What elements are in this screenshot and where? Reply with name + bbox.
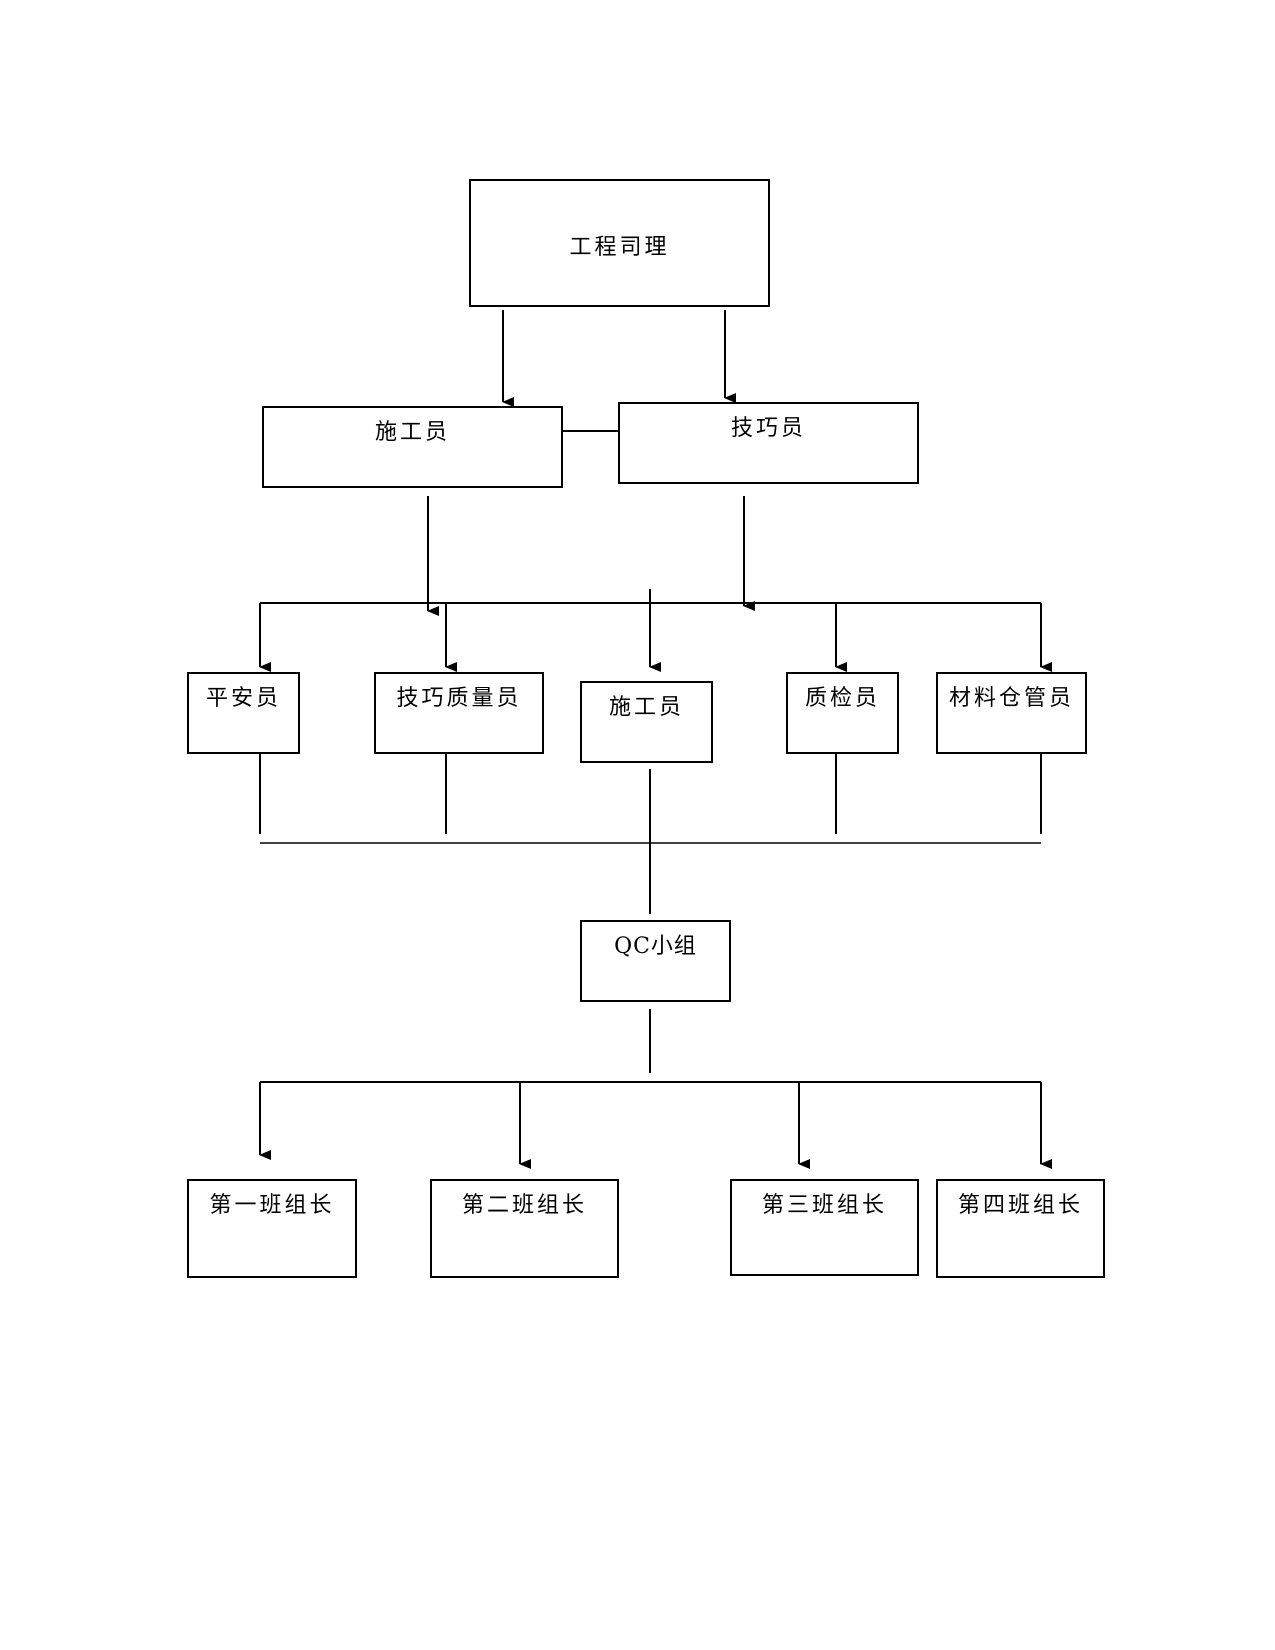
node-label: QC小组 — [614, 934, 697, 959]
node-quality-inspector: 质检员 — [786, 672, 899, 754]
node-label: 平安员 — [205, 686, 281, 711]
node-label: 第三班组长 — [761, 1193, 887, 1218]
node-team-leader-2: 第二班组长 — [430, 1179, 619, 1278]
node-label: 第二班组长 — [461, 1193, 587, 1218]
node-material-keeper: 材料仓管员 — [936, 672, 1087, 754]
node-label: 技巧质量员 — [396, 686, 522, 711]
node-label: 技巧员 — [730, 416, 806, 441]
node-tech-quality-officer: 技巧质量员 — [374, 672, 544, 754]
node-label: 工程司理 — [569, 235, 670, 260]
node-label: 材料仓管员 — [948, 686, 1074, 711]
node-team-leader-3: 第三班组长 — [730, 1179, 919, 1276]
node-label: 第四班组长 — [957, 1193, 1083, 1218]
node-constructor-top: 施工员 — [262, 406, 563, 488]
node-label: 质检员 — [804, 686, 880, 711]
node-label: 施工员 — [608, 695, 684, 720]
node-safety-officer: 平安员 — [187, 672, 300, 754]
node-label: 施工员 — [374, 420, 450, 445]
node-team-leader-4: 第四班组长 — [936, 1179, 1105, 1278]
node-constructor-mid: 施工员 — [580, 681, 713, 763]
node-team-leader-1: 第一班组长 — [187, 1179, 357, 1278]
node-label: 第一班组长 — [209, 1193, 335, 1218]
node-technician: 技巧员 — [618, 402, 919, 484]
node-project-manager: 工程司理 — [469, 179, 770, 307]
node-qc-group: QC小组 — [580, 920, 731, 1002]
